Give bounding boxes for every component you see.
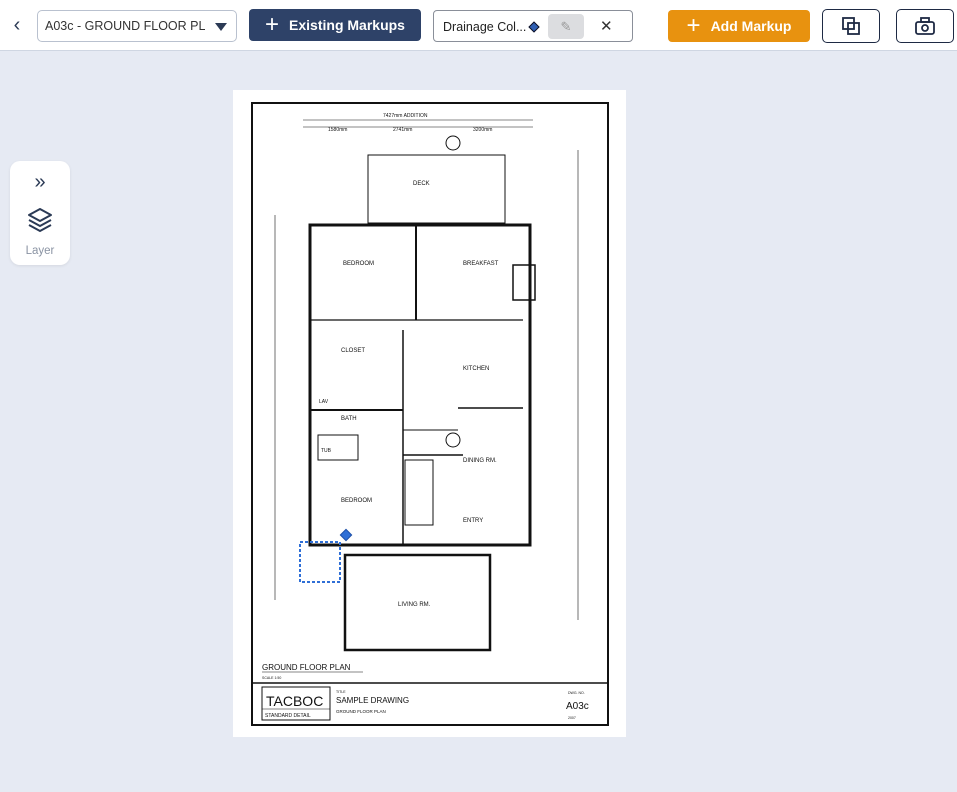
svg-text:BREAKFAST: BREAKFAST	[463, 261, 499, 267]
back-chevron-icon[interactable]: ‹	[13, 14, 21, 36]
svg-text:KITCHEN: KITCHEN	[463, 366, 489, 372]
svg-text:BEDROOM: BEDROOM	[343, 261, 374, 267]
caret-down-icon	[215, 23, 227, 31]
close-icon[interactable]: ✕	[600, 18, 613, 35]
svg-text:DINING RM.: DINING RM.	[463, 458, 497, 464]
svg-text:STANDARD DETAIL: STANDARD DETAIL	[265, 713, 311, 719]
stairs	[404, 459, 434, 526]
plus-icon: +	[265, 11, 280, 38]
svg-text:SCALE 1:50: SCALE 1:50	[262, 676, 281, 680]
drainage-markup-diamond	[339, 528, 353, 542]
cloud-markup	[299, 541, 341, 583]
svg-text:BATH: BATH	[341, 416, 357, 422]
fireplace	[512, 264, 536, 301]
sheet-border	[251, 102, 609, 726]
drawing-title: SAMPLE DRAWING	[336, 696, 409, 705]
dim-label: 7427mm ADDITION	[383, 113, 428, 119]
tub	[317, 434, 359, 461]
floor-plan-drawing: 7427mm ADDITION 1580mm 2741mm 3200mm DEC…	[251, 102, 609, 726]
sheet-select-value: A03c - GROUND FLOOR PLAN	[45, 19, 205, 33]
svg-text:TITLE: TITLE	[336, 690, 346, 694]
filter-label: Drainage Col...	[443, 20, 527, 34]
plus-icon: +	[686, 12, 701, 39]
markup-filter-chip[interactable]: Drainage Col... ✎ ✕	[433, 10, 633, 42]
snapshot-button[interactable]	[896, 9, 954, 43]
svg-text:ENTRY: ENTRY	[463, 518, 483, 524]
overlay-compare-icon	[842, 17, 860, 35]
svg-text:DWG. NO.: DWG. NO.	[568, 691, 585, 695]
svg-text:GROUND FLOOR PLAN: GROUND FLOOR PLAN	[336, 709, 386, 714]
svg-text:DECK: DECK	[413, 181, 430, 187]
existing-markups-label: Existing Markups	[289, 17, 405, 33]
plan-title: GROUND FLOOR PLAN	[262, 663, 351, 672]
deck	[367, 154, 506, 224]
house-walls	[308, 223, 532, 547]
layers-icon[interactable]	[27, 207, 53, 233]
section-marker	[445, 135, 461, 151]
drawing-sheet[interactable]: 7427mm ADDITION 1580mm 2741mm 3200mm DEC…	[233, 90, 626, 737]
svg-text:BEDROOM: BEDROOM	[341, 498, 372, 504]
svg-text:TUB: TUB	[321, 448, 332, 454]
dim-label: 3200mm	[473, 127, 492, 133]
sheet-select[interactable]: A03c - GROUND FLOOR PLAN	[37, 10, 237, 42]
layer-panel: » Layer	[10, 161, 70, 265]
existing-markups-button[interactable]: + Existing Markups	[249, 9, 421, 41]
svg-text:LIVING RM.: LIVING RM.	[398, 602, 431, 608]
svg-text:2007: 2007	[568, 716, 576, 720]
edit-pencil-button[interactable]: ✎	[548, 14, 584, 39]
diamond-icon	[528, 21, 540, 33]
logo-box	[261, 686, 331, 721]
add-markup-label: Add Markup	[710, 18, 792, 34]
svg-text:TACBOC: TACBOC	[266, 693, 323, 709]
dim-label: 1580mm	[328, 127, 347, 133]
compare-button[interactable]	[822, 9, 880, 43]
dim-label: 2741mm	[393, 127, 412, 133]
svg-text:CLOSET: CLOSET	[341, 348, 365, 354]
top-toolbar: ‹ A03c - GROUND FLOOR PLAN + Existing Mar…	[0, 0, 957, 51]
layer-label: Layer	[25, 245, 55, 257]
camera-icon	[915, 17, 935, 35]
living-room-walls	[343, 553, 492, 652]
add-markup-button[interactable]: + Add Markup	[668, 10, 810, 42]
drawing-number: A03c	[566, 701, 589, 712]
expand-chevrons-icon[interactable]: »	[34, 171, 46, 193]
svg-text:LAV: LAV	[319, 399, 329, 405]
